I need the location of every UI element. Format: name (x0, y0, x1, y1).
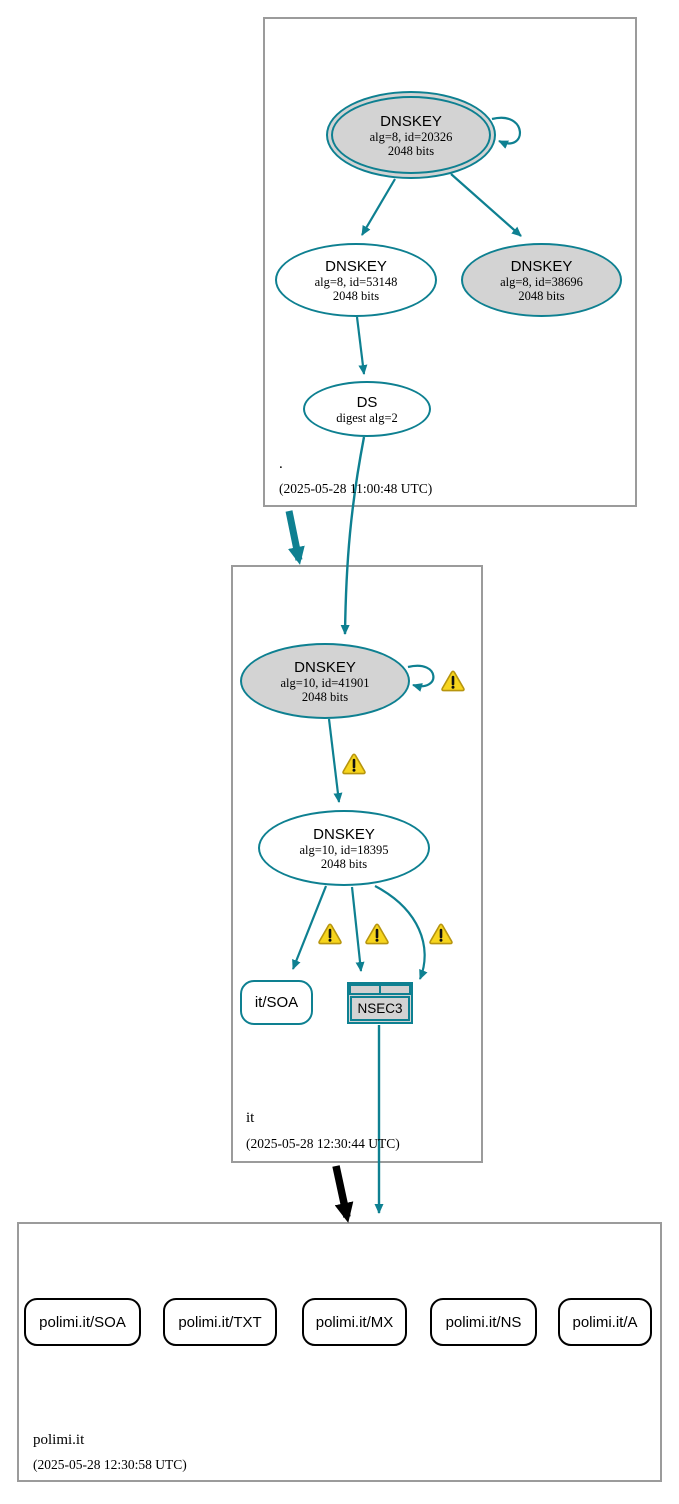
node-bits: 2048 bits (301, 689, 349, 704)
zone-label-root: . (279, 456, 283, 472)
zone-box-polimi (17, 1222, 662, 1482)
node-it-zsk-18395[interactable]: DNSKEY alg=10, id=18395 2048 bits (258, 810, 430, 886)
node-polimi-soa[interactable]: polimi.it/SOA (24, 1298, 141, 1346)
node-title: DNSKEY (380, 112, 442, 130)
rrset-label: polimi.it/MX (315, 1313, 394, 1331)
nsec3-label: NSEC3 (350, 996, 410, 1021)
nsec3-cell-left (349, 984, 381, 995)
node-title: DNSKEY (325, 257, 387, 275)
rrset-label: polimi.it/NS (445, 1313, 522, 1331)
node-polimi-a[interactable]: polimi.it/A (558, 1298, 652, 1346)
node-digest: digest alg=2 (336, 410, 398, 425)
warning-icon (342, 753, 366, 775)
node-bits: 2048 bits (387, 143, 435, 158)
node-title: DS (356, 393, 378, 411)
rrset-label: polimi.it/SOA (39, 1313, 126, 1331)
node-title: DNSKEY (510, 257, 573, 275)
nsec3-cell-right (379, 984, 411, 995)
node-root-ksk-20326[interactable]: DNSKEY alg=8, id=20326 2048 bits (326, 91, 496, 179)
zone-label-polimi: polimi.it (33, 1432, 85, 1448)
edge-delegation-root-to-it (285, 510, 305, 565)
node-alg: alg=8, id=20326 (369, 129, 453, 144)
node-it-ksk-41901[interactable]: DNSKEY alg=10, id=41901 2048 bits (240, 643, 410, 719)
node-alg: alg=8, id=53148 (314, 274, 398, 289)
zone-timestamp-it: (2025-05-28 12:30:44 UTC) (246, 1136, 400, 1151)
warning-icon (429, 923, 453, 945)
node-bits: 2048 bits (518, 288, 565, 303)
edge-delegation-it-to-polimi (332, 1165, 354, 1223)
node-bits: 2048 bits (332, 288, 380, 303)
node-polimi-mx[interactable]: polimi.it/MX (302, 1298, 407, 1346)
node-title: DNSKEY (313, 825, 375, 843)
node-alg: alg=8, id=38696 (500, 274, 583, 289)
warning-icon (441, 670, 465, 692)
rrset-label: it/SOA (254, 994, 299, 1011)
zone-timestamp-root: (2025-05-28 11:00:48 UTC) (279, 481, 433, 496)
node-root-ds[interactable]: DS digest alg=2 (303, 381, 431, 437)
zone-label-it: it (246, 1110, 255, 1126)
rrset-label: polimi.it/A (572, 1313, 638, 1331)
rrset-label: polimi.it/TXT (178, 1313, 262, 1331)
node-alg: alg=10, id=18395 (299, 842, 389, 857)
zone-timestamp-polimi: (2025-05-28 12:30:58 UTC) (33, 1457, 187, 1472)
node-polimi-txt[interactable]: polimi.it/TXT (163, 1298, 277, 1346)
warning-icon (365, 923, 389, 945)
node-bits: 2048 bits (320, 856, 368, 871)
node-root-ksk2-38696[interactable]: DNSKEY alg=8, id=38696 2048 bits (461, 243, 622, 317)
node-it-nsec3[interactable]: NSEC3 (347, 982, 413, 1024)
node-it-soa[interactable]: it/SOA (240, 980, 313, 1025)
nsec3-cells (349, 984, 411, 995)
node-alg: alg=10, id=41901 (280, 675, 370, 690)
node-title: DNSKEY (294, 658, 356, 676)
node-polimi-ns[interactable]: polimi.it/NS (430, 1298, 537, 1346)
zone-box-root (263, 17, 637, 507)
warning-icon (318, 923, 342, 945)
node-root-zsk-53148[interactable]: DNSKEY alg=8, id=53148 2048 bits (275, 243, 437, 317)
